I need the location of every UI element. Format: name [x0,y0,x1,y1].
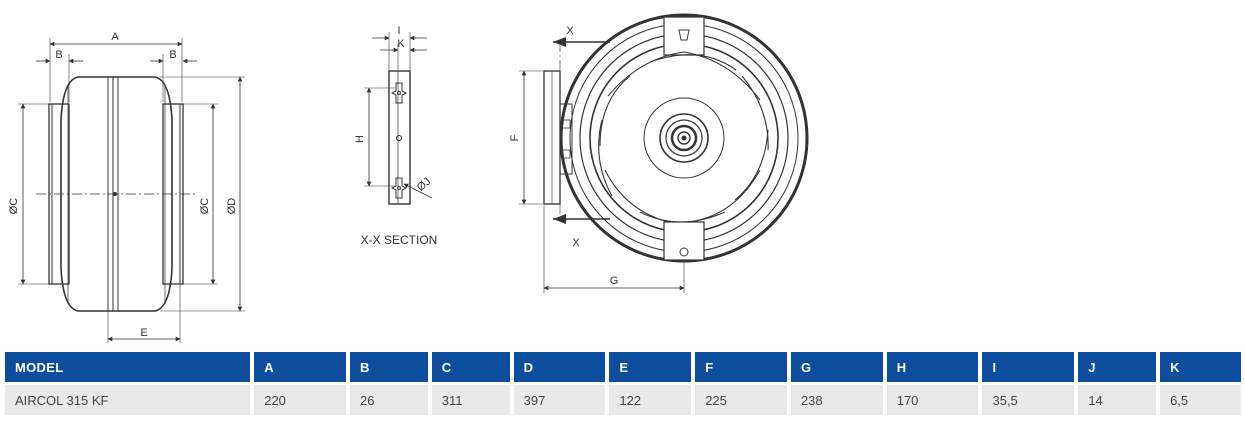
header-g: G [790,352,883,382]
cell-h: 170 [886,385,979,415]
header-d: D [513,352,606,382]
side-view-labels: A B B ØC ØC ØD E [8,31,238,339]
header-f: F [695,352,787,382]
section-view [364,32,433,205]
cell-j: 14 [1078,385,1157,415]
label-c-right: ØC [199,198,211,215]
cell-b: 26 [349,385,428,415]
specification-table: MODEL A B C D E F G H I J K AIRCOL 315 K… [1,352,1245,415]
cell-g: 238 [790,385,883,415]
header-c: C [431,352,510,382]
cell-f: 225 [695,385,787,415]
cell-d: 397 [513,385,606,415]
header-e: E [609,352,692,382]
label-f: F [509,134,521,141]
front-view [519,13,809,293]
table-row: AIRCOL 315 KF 220 26 311 397 122 225 238… [5,385,1241,415]
label-x-bottom: X [572,237,580,249]
label-k: K [397,38,405,50]
table-header-row: MODEL A B C D E F G H I J K [5,352,1241,382]
side-view [18,38,245,343]
header-h: H [886,352,979,382]
label-i: I [397,25,400,37]
header-k: K [1160,352,1241,382]
cell-e: 122 [609,385,692,415]
technical-drawing: A B B ØC ØC ØD E I K H [8,13,809,343]
header-a: A [254,352,346,382]
label-h: H [354,135,366,143]
cell-c: 311 [431,385,510,415]
label-x-top: X [566,25,574,37]
label-b-left: B [55,49,62,61]
label-d: ØD [226,198,238,215]
label-g: G [610,275,619,287]
header-b: B [349,352,428,382]
cell-model: AIRCOL 315 KF [5,385,251,415]
cell-a: 220 [254,385,346,415]
header-j: J [1078,352,1157,382]
front-view-labels: X X F G [509,25,618,287]
label-e: E [140,327,147,339]
cell-k: 6,5 [1160,385,1241,415]
label-c-left: ØC [8,198,20,215]
section-view-labels: I K H ØJ X-X SECTION [354,25,437,247]
label-b-right: B [169,49,176,61]
cell-i: 35,5 [982,385,1075,415]
header-i: I [982,352,1075,382]
label-a: A [111,31,119,43]
section-caption: X-X SECTION [361,233,438,247]
header-model: MODEL [5,352,251,382]
